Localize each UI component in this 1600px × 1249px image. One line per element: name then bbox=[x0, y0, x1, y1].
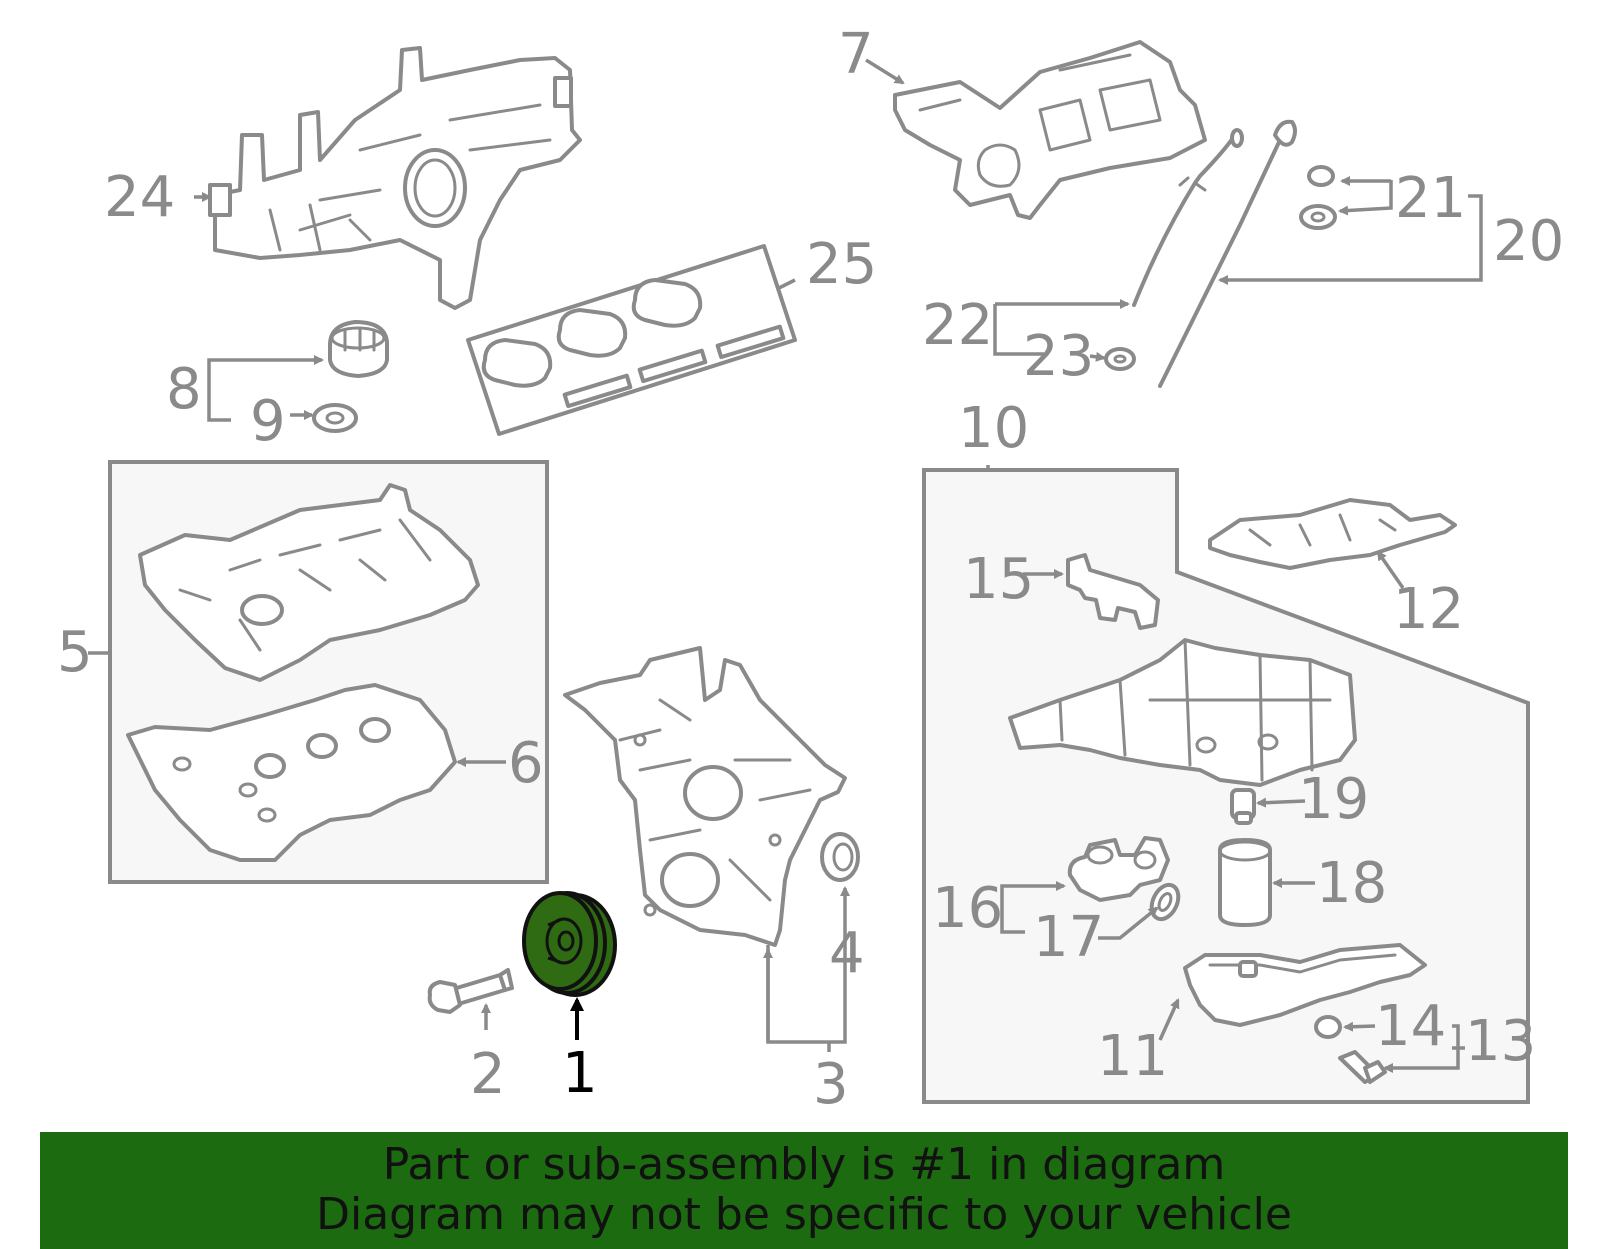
callout-18: 18 bbox=[1316, 851, 1387, 916]
crankshaft-balancer-1 bbox=[522, 891, 617, 997]
baffle-12 bbox=[1208, 498, 1457, 570]
callout-5: 5 bbox=[57, 620, 93, 685]
engine-cover-7 bbox=[893, 40, 1207, 220]
oil-valve-16 bbox=[1067, 836, 1170, 902]
lower-oil-pan-11 bbox=[1183, 943, 1427, 1027]
callout-17: 17 bbox=[1033, 905, 1104, 970]
callout-24: 24 bbox=[104, 165, 175, 230]
callout-11: 11 bbox=[1097, 1024, 1168, 1089]
oil-filler-cap-8 bbox=[328, 320, 389, 378]
front-seal-4 bbox=[820, 832, 860, 882]
callout-12: 12 bbox=[1393, 577, 1464, 642]
callout-9: 9 bbox=[250, 389, 286, 454]
intake-gasket-25 bbox=[466, 244, 797, 436]
callout-16: 16 bbox=[932, 876, 1003, 941]
bolt-2 bbox=[427, 968, 514, 1014]
banner-line-2: Diagram may not be specific to your vehi… bbox=[316, 1189, 1292, 1240]
dipstick-20 bbox=[1158, 119, 1297, 388]
callout-2: 2 bbox=[470, 1042, 506, 1107]
callout-10: 10 bbox=[958, 396, 1029, 461]
intake-manifold-24 bbox=[208, 46, 582, 310]
callout-13: 13 bbox=[1465, 1009, 1536, 1074]
upper-oil-pan-10 bbox=[1008, 638, 1357, 787]
callout-23: 23 bbox=[1023, 324, 1094, 389]
callout-20: 20 bbox=[1493, 209, 1564, 274]
callout-21: 21 bbox=[1395, 166, 1466, 231]
callout-19: 19 bbox=[1298, 767, 1369, 832]
callout-14: 14 bbox=[1375, 994, 1446, 1059]
callout-8: 8 bbox=[166, 357, 202, 422]
oil-plug-19 bbox=[1230, 788, 1256, 825]
cap-seal-9 bbox=[312, 403, 358, 433]
banner-line-1: Part or sub-assembly is #1 in diagram bbox=[382, 1139, 1226, 1190]
washer-14 bbox=[1314, 1015, 1342, 1039]
valve-cover-5 bbox=[138, 483, 480, 682]
box-10-oil-pan-group bbox=[922, 468, 1530, 1104]
callout-15: 15 bbox=[963, 547, 1034, 612]
seal-23 bbox=[1104, 347, 1136, 371]
callout-4: 4 bbox=[829, 921, 865, 986]
callout-25: 25 bbox=[806, 232, 877, 297]
oil-filter-18 bbox=[1218, 838, 1272, 927]
o-rings-21 bbox=[1299, 165, 1337, 230]
callout-7: 7 bbox=[838, 22, 874, 87]
callout-3: 3 bbox=[813, 1052, 849, 1117]
bracket-15 bbox=[1066, 553, 1160, 630]
callout-6: 6 bbox=[508, 731, 544, 796]
valve-cover-gasket-6 bbox=[126, 683, 457, 862]
timing-cover-3 bbox=[563, 646, 847, 947]
callout-1: 1 bbox=[562, 1041, 598, 1106]
leader-lines bbox=[88, 58, 1483, 1073]
callout-22: 22 bbox=[922, 293, 993, 358]
info-banner: Part or sub-assembly is #1 in diagram Di… bbox=[40, 1132, 1568, 1249]
dipstick-tube-22 bbox=[1132, 128, 1244, 307]
